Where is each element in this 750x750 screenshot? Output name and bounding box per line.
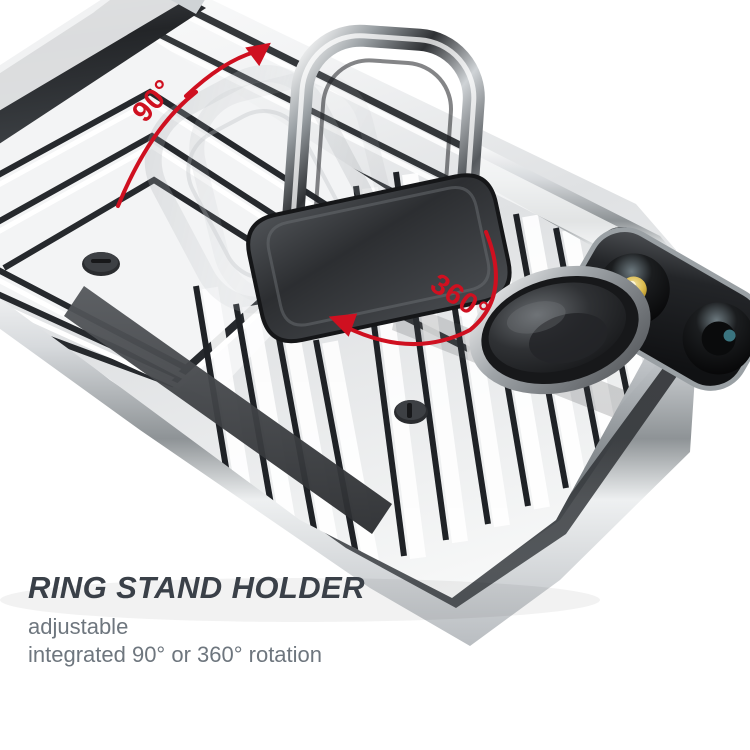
- screw-bottom: [394, 400, 428, 424]
- page-title: RING STAND HOLDER: [28, 570, 365, 605]
- screw-top-left: [82, 252, 120, 276]
- drop-shadow: [0, 578, 600, 622]
- arrowhead-360: [328, 313, 358, 337]
- arc-90-tail: [116, 90, 198, 208]
- caption-line-1: adjustable: [28, 613, 129, 639]
- caption-line-2: integrated 90° or 360° rotation: [28, 642, 323, 668]
- product-illustration: [0, 0, 750, 646]
- ring-mount-disc: [469, 265, 651, 395]
- phone-case-artwork: [0, 0, 750, 646]
- case-corner-tab: [170, 0, 205, 14]
- case-top-edge-dark: [0, 0, 206, 144]
- camera-module: [569, 227, 750, 391]
- arrowhead-90: [245, 42, 271, 67]
- rubber-strip-left: [64, 286, 392, 534]
- arc-360-path: [342, 230, 498, 346]
- caption-block: RING STAND HOLDER adjustable integrated …: [28, 570, 668, 670]
- ring-base-pad: [246, 173, 512, 344]
